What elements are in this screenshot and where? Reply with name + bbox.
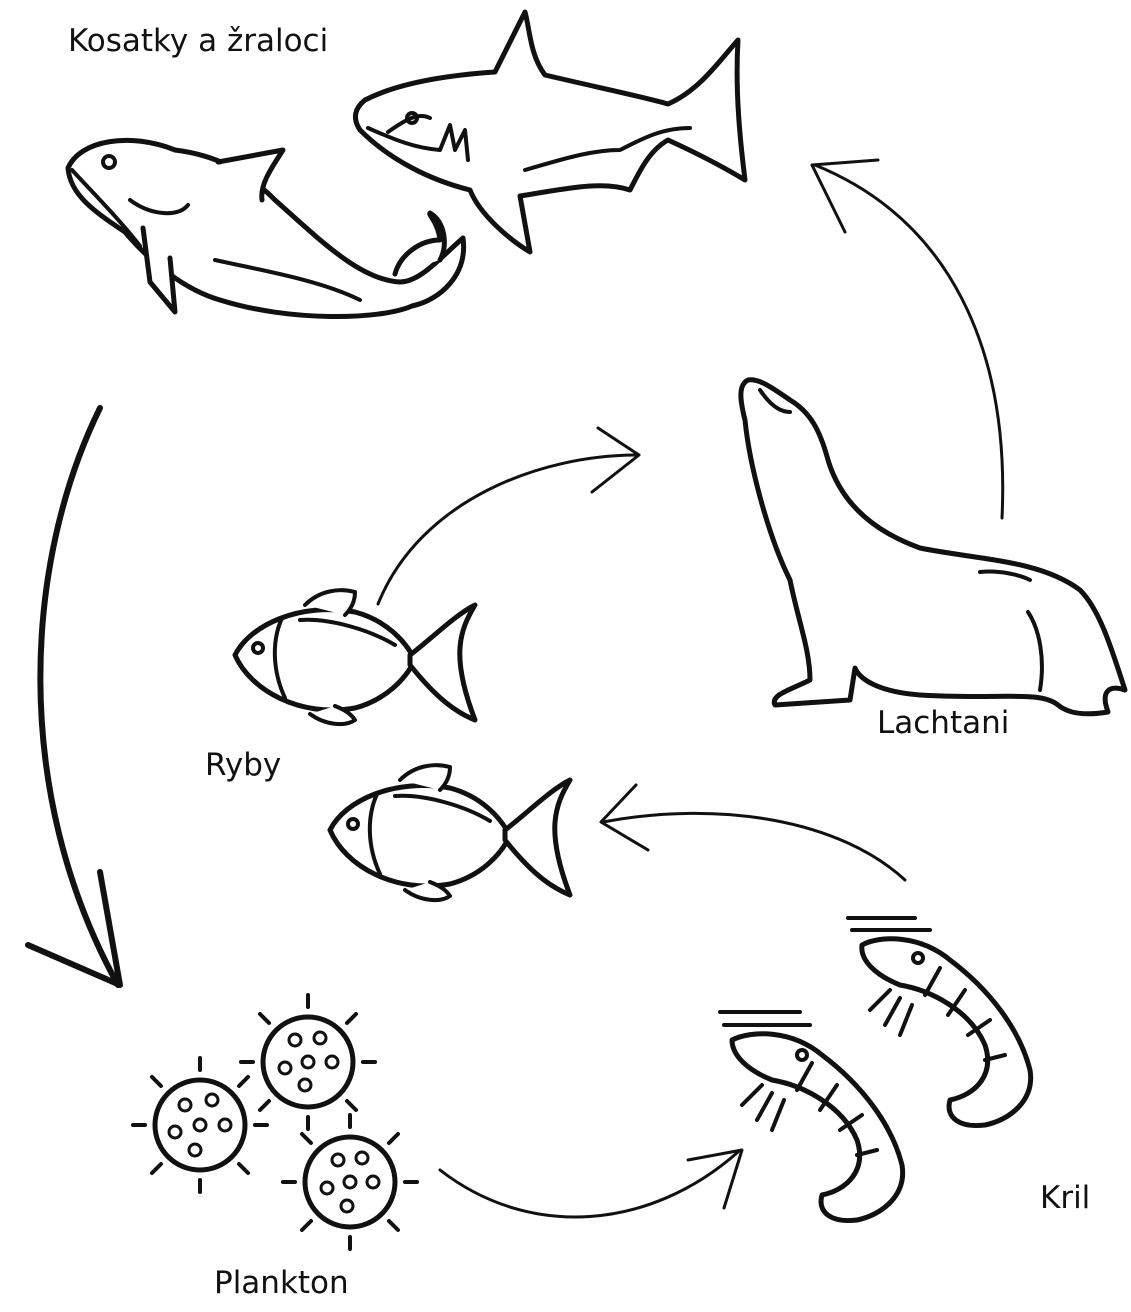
arrow-plankton-to-krill xyxy=(440,1150,742,1217)
plankton-icon-left xyxy=(133,1058,267,1192)
arrow-predators-to-plankton xyxy=(28,408,120,985)
arrow-krill-to-fish xyxy=(601,785,905,880)
sea-lion-icon xyxy=(741,380,1125,714)
plankton-icon-right xyxy=(283,1115,417,1249)
label-fish: Ryby xyxy=(205,750,281,781)
label-sea-lions: Lachtani xyxy=(877,708,1009,739)
orca-icon xyxy=(68,140,464,316)
label-krill: Kril xyxy=(1040,1183,1090,1214)
plankton-icon-top xyxy=(241,995,375,1129)
label-plankton: Plankton xyxy=(214,1268,349,1299)
fish-icon-lower xyxy=(330,765,570,900)
label-predators: Kosatky a žraloci xyxy=(68,26,328,57)
shark-icon xyxy=(355,12,745,252)
krill-icon-upper xyxy=(848,918,1031,1126)
arrow-sealions-to-predators xyxy=(812,160,1003,518)
krill-icon-lower xyxy=(720,1012,903,1221)
fish-icon-upper xyxy=(235,590,475,724)
arrow-fish-to-sealions xyxy=(378,428,639,604)
